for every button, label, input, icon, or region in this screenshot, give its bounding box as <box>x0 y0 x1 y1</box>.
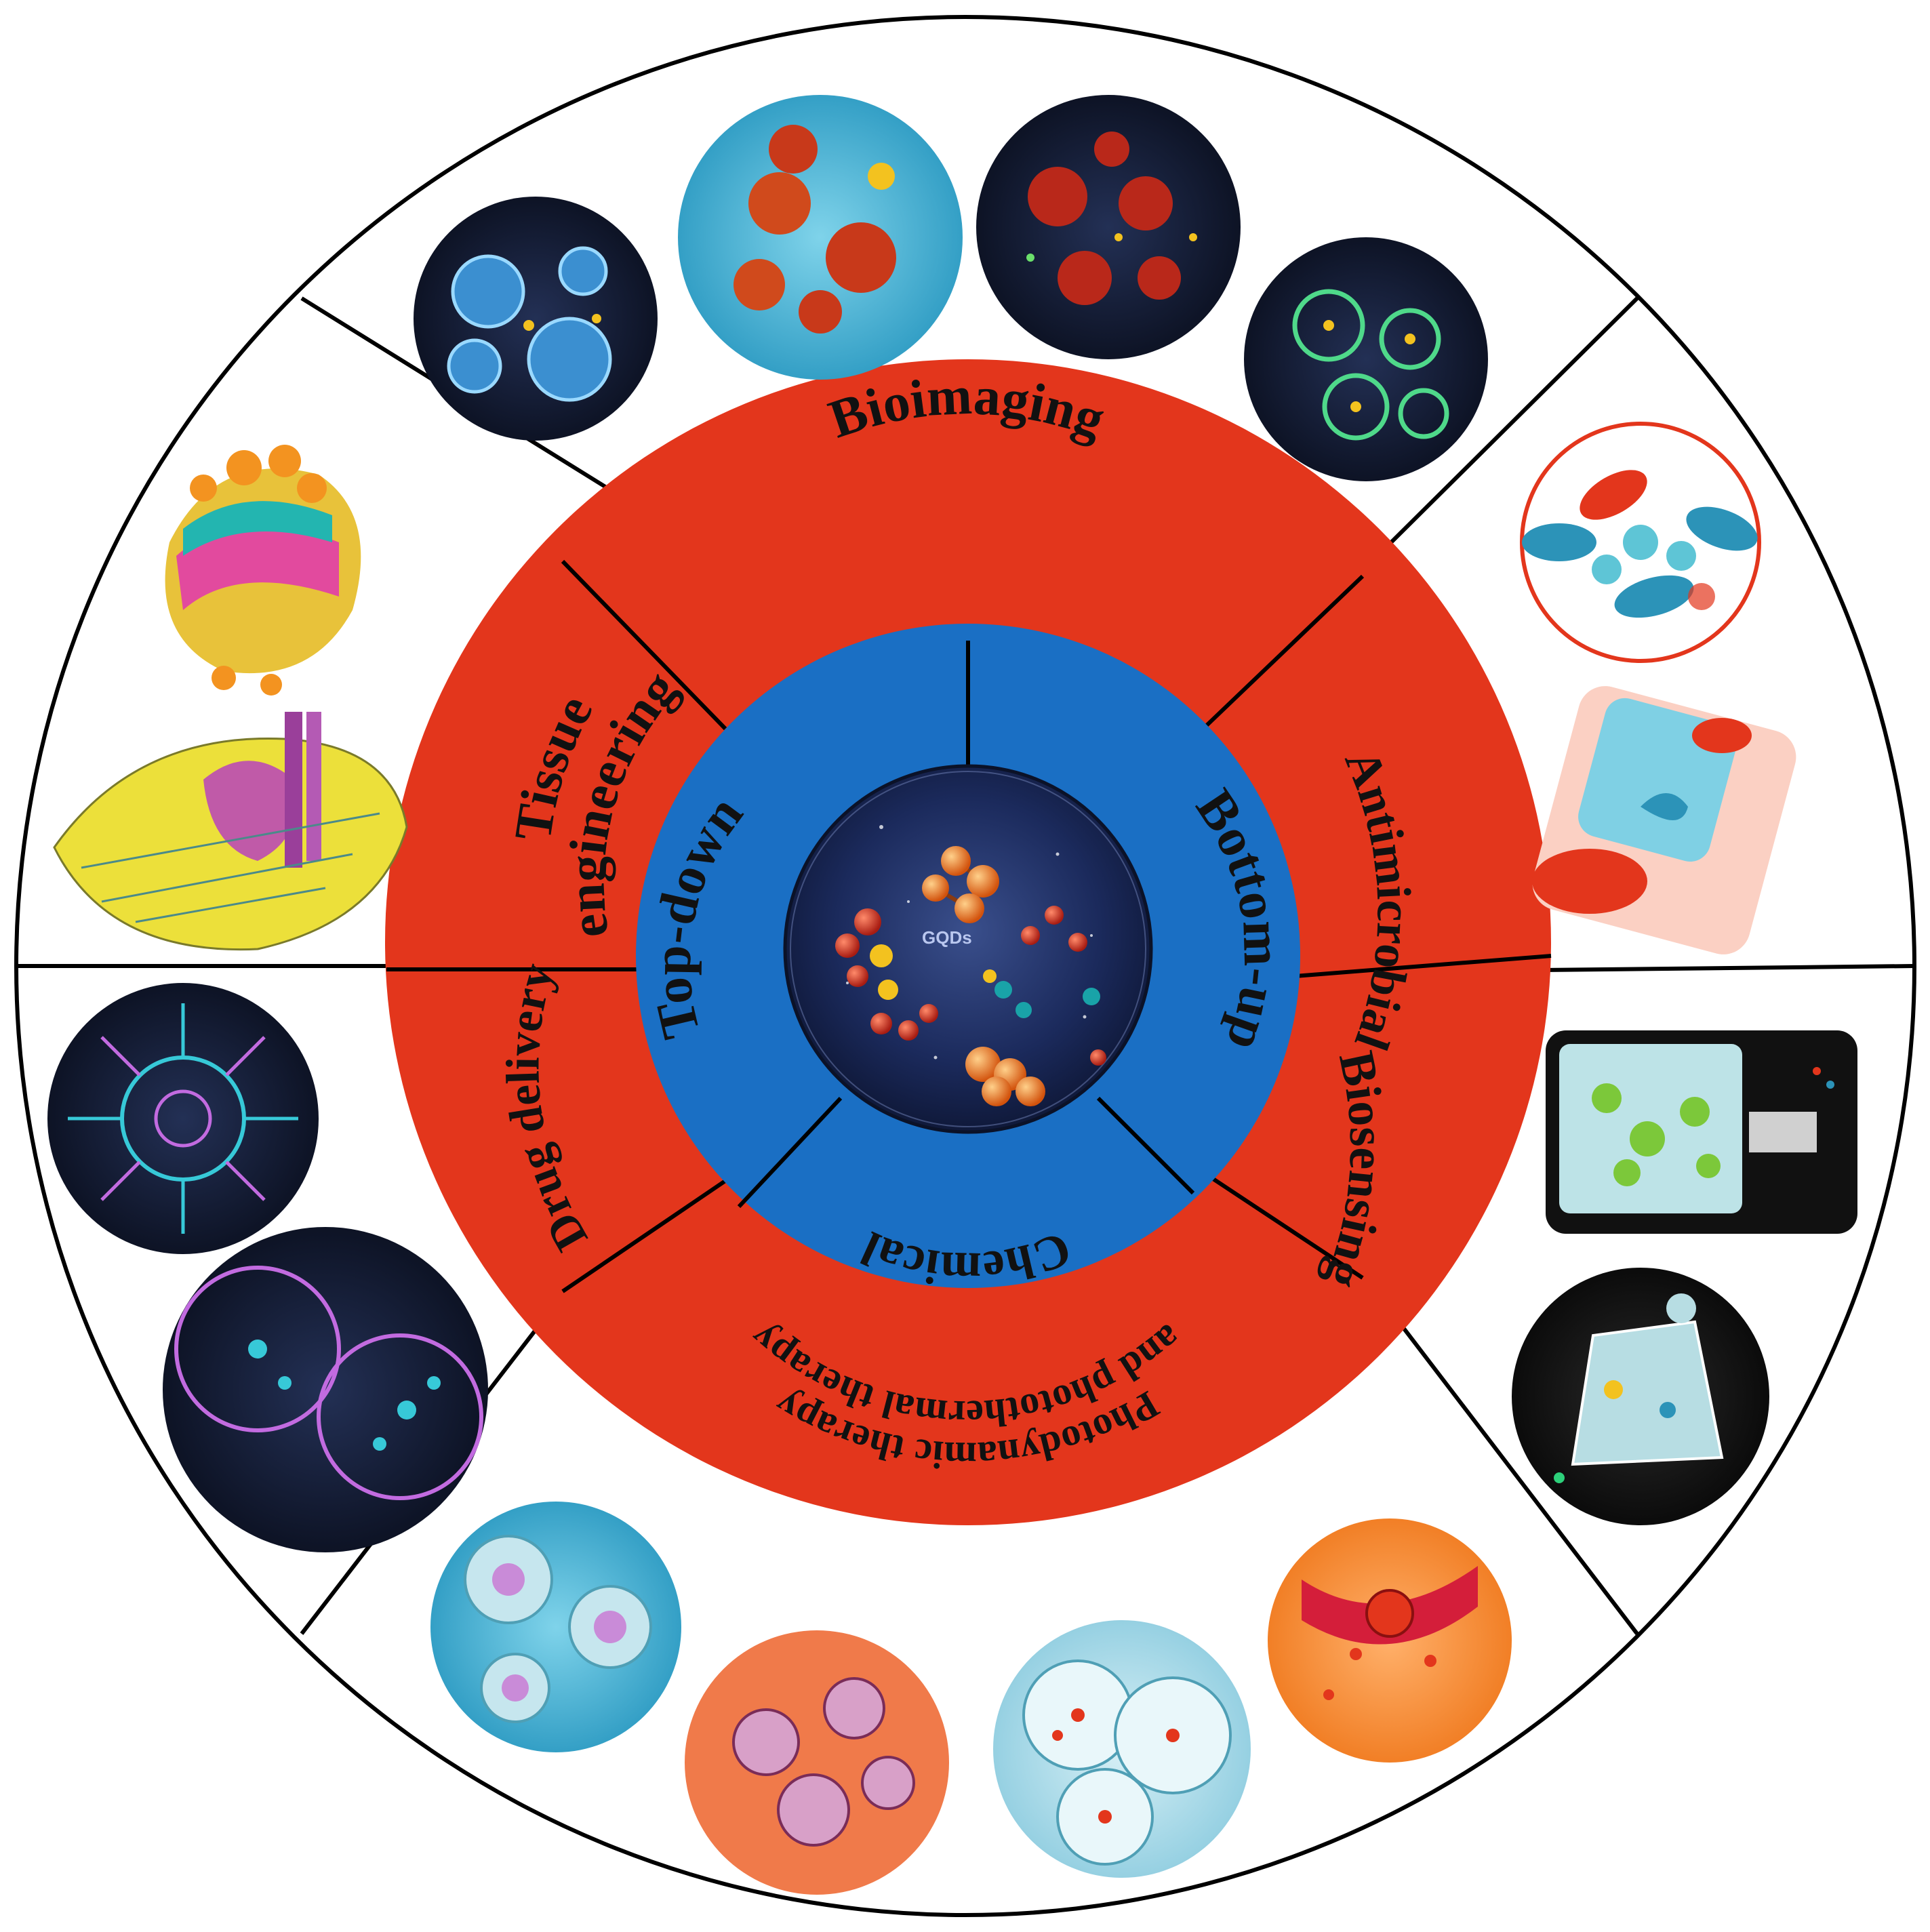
bioimaging-icon <box>678 95 963 380</box>
drug-delivery-icon <box>163 1227 488 1552</box>
antimicrobial-illustrations <box>1520 422 1796 954</box>
biosensing-illustrations <box>1512 1030 1857 1525</box>
red-divider-right <box>1294 954 1552 978</box>
bioimaging-illustrations <box>414 95 1488 481</box>
tissue-engineering-illustrations <box>53 445 408 951</box>
gqd-label: GQDs <box>922 927 972 948</box>
phototherapy-icon <box>1268 1518 1512 1763</box>
bioimaging-icon <box>976 95 1241 359</box>
outer-divider-bottom-right <box>1361 1273 1639 1635</box>
antimicrobial-icon <box>1532 686 1796 954</box>
phototherapy-icon <box>430 1502 681 1752</box>
drug-delivery-icon <box>47 983 319 1254</box>
phototherapy-icon <box>993 1620 1251 1878</box>
antimicrobial-icon <box>1520 422 1761 663</box>
tissue-engineering-icon <box>53 712 408 951</box>
drug-delivery-illustrations <box>47 983 488 1552</box>
blue-divider-bottom-right <box>1096 1096 1195 1195</box>
biosensing-icon <box>1546 1030 1857 1234</box>
red-divider-top-left <box>561 559 727 731</box>
bioimaging-icon <box>1244 237 1488 481</box>
bioimaging-icon <box>414 197 658 441</box>
blue-divider-bottom-left <box>737 1096 843 1209</box>
tissue-engineering-icon <box>165 445 361 696</box>
molecule-cluster-icon <box>835 846 1106 1106</box>
gqd-space-illustration: GQDs <box>783 764 1153 1134</box>
biosensing-icon <box>1512 1268 1769 1525</box>
red-divider-top-right <box>1205 574 1365 727</box>
phototherapy-icon <box>685 1630 949 1895</box>
phototherapy-illustrations <box>430 1502 1512 1895</box>
